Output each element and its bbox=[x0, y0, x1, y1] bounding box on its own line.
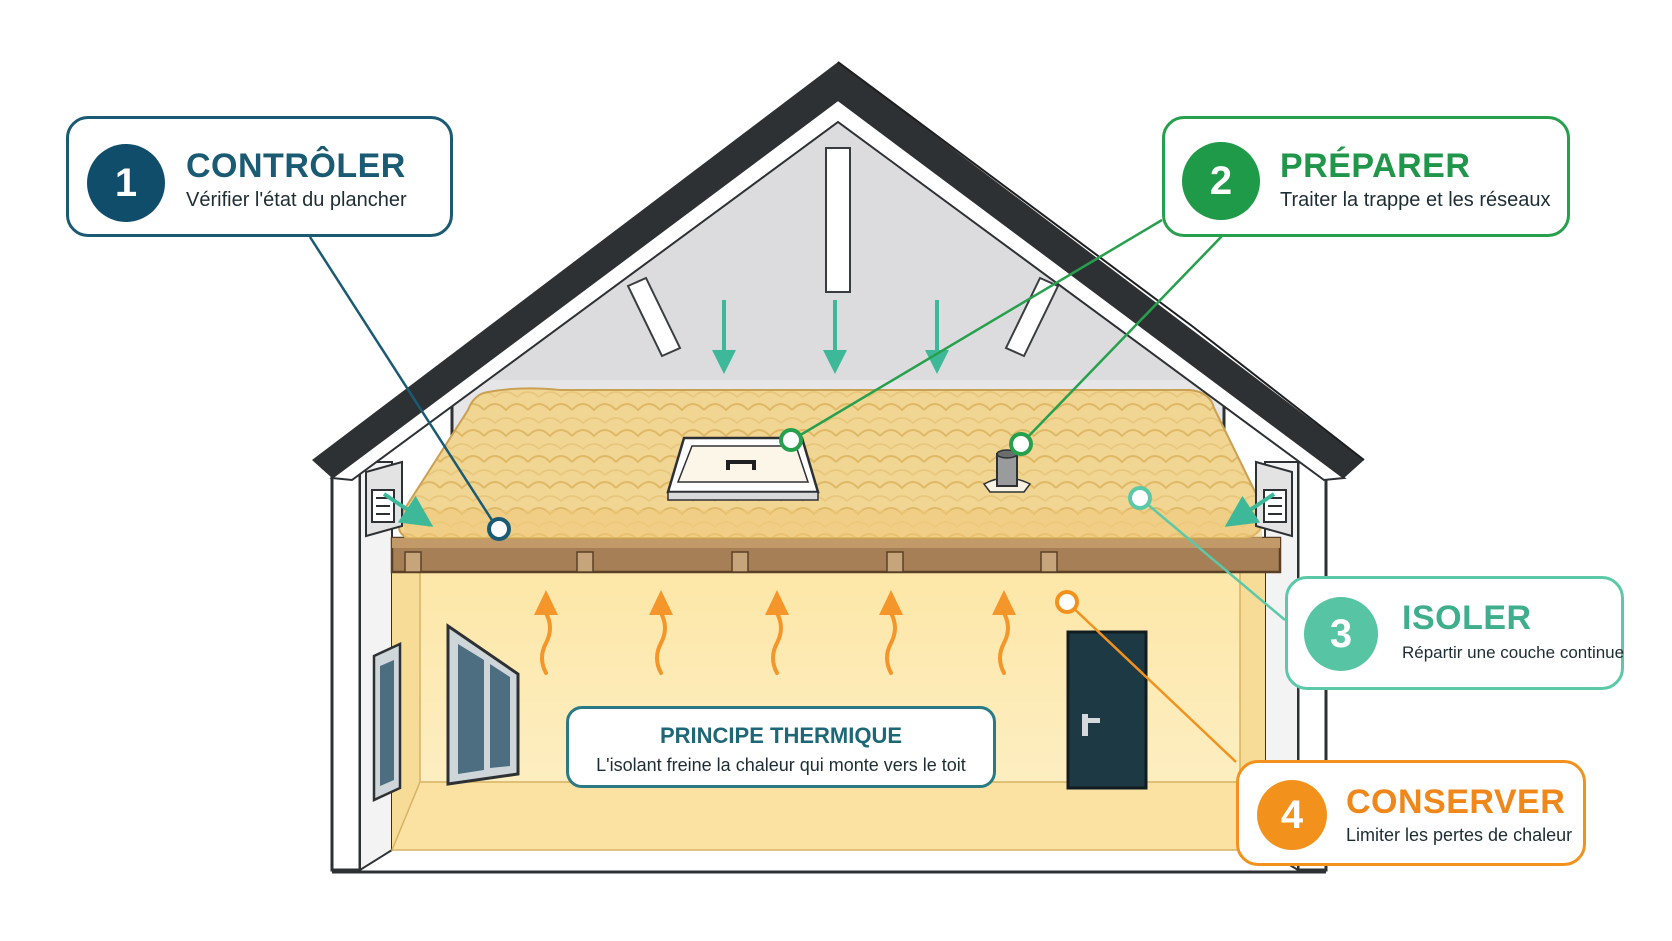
marker-4 bbox=[1055, 590, 1079, 614]
principle-subtitle: L'isolant freine la chaleur qui monte ve… bbox=[596, 755, 966, 775]
hatch-handle-icon bbox=[726, 460, 756, 470]
step-4-badge: 4 bbox=[1257, 780, 1327, 850]
step-1-title: CONTRÔLER bbox=[186, 147, 406, 185]
roof bbox=[312, 61, 1365, 482]
principle-title: PRINCIPE THERMIQUE bbox=[659, 723, 903, 748]
step-4-title: CONSERVER bbox=[1346, 783, 1566, 821]
chimney-pipe-icon bbox=[982, 449, 1032, 493]
insulation-layer bbox=[397, 387, 1264, 539]
step-1-badge: 1 bbox=[87, 144, 165, 222]
floor-joists bbox=[390, 536, 1282, 574]
heat-arrow-heads bbox=[534, 590, 1016, 615]
marker-2a bbox=[779, 428, 803, 452]
cold-air-arrows bbox=[712, 300, 949, 374]
step-2-subtitle: Traiter la trappe et les réseaux bbox=[1280, 189, 1551, 211]
airflow-arrow bbox=[1224, 492, 1276, 527]
callout-step-2: 2 PRÉPARER Traiter la trappe et les rése… bbox=[1162, 116, 1570, 237]
vent-icon bbox=[1255, 460, 1293, 538]
airflow-arrow bbox=[382, 492, 434, 527]
window-icon bbox=[372, 623, 520, 802]
leader-lines bbox=[308, 218, 1286, 763]
step-4-subtitle: Limiter les pertes de chaleur bbox=[1346, 825, 1573, 845]
step-3-badge: 3 bbox=[1304, 597, 1378, 671]
step-1-subtitle: Vérifier l'état du plancher bbox=[186, 189, 407, 211]
marker-1 bbox=[487, 517, 511, 541]
step-2-badge: 2 bbox=[1182, 142, 1260, 220]
step-2-title: PRÉPARER bbox=[1280, 147, 1471, 185]
marker-2b bbox=[1009, 432, 1033, 456]
callout-step-1: 1 CONTRÔLER Vérifier l'état du plancher bbox=[66, 116, 453, 237]
attic-hatch bbox=[666, 436, 820, 501]
vent-icon bbox=[365, 460, 403, 538]
step-3-subtitle: Répartir une couche continue bbox=[1402, 643, 1625, 662]
step-3-title: ISOLER bbox=[1402, 599, 1532, 637]
door bbox=[1066, 630, 1148, 790]
callout-step-3: 3 ISOLER Répartir une couche continue bbox=[1285, 576, 1624, 690]
door-handle-icon bbox=[1082, 714, 1088, 736]
heat-arrows bbox=[540, 611, 1010, 675]
marker-3 bbox=[1128, 486, 1152, 510]
thermal-principle-box: PRINCIPE THERMIQUE L'isolant freine la c… bbox=[566, 706, 996, 788]
callout-step-4: 4 CONSERVER Limiter les pertes de chaleu… bbox=[1236, 760, 1586, 866]
